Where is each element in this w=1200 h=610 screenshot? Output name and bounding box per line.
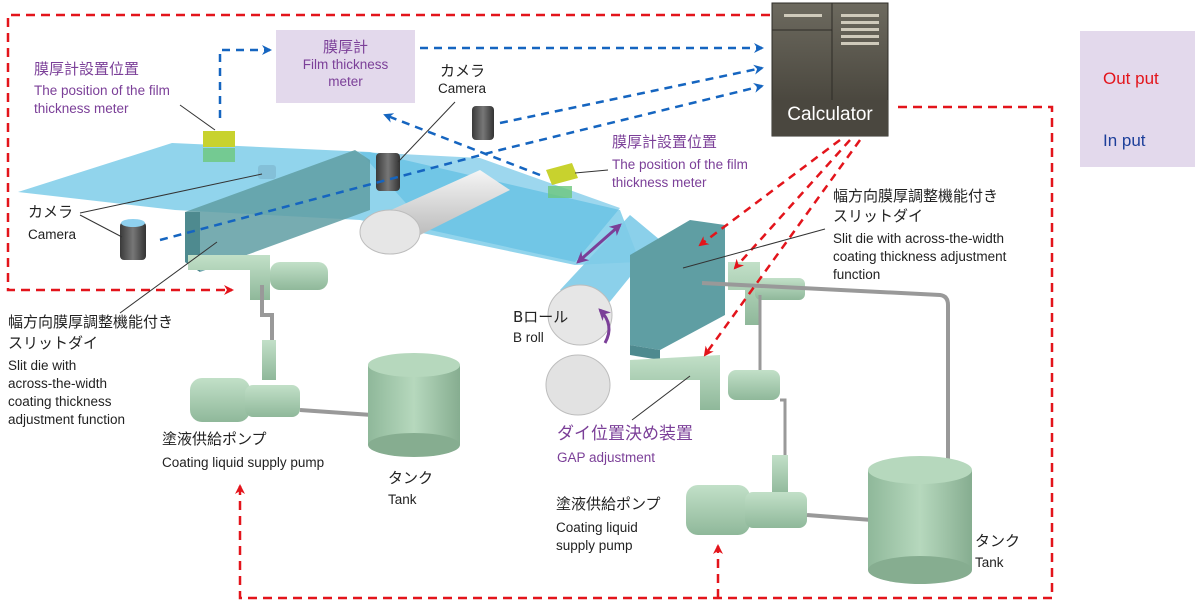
slit-die-right-ja-1: 幅方向膜厚調整機能付き bbox=[833, 187, 999, 205]
camera-under-film bbox=[258, 165, 276, 179]
leader-lines bbox=[79, 101, 826, 421]
gap-adjustment-ja: ダイ位置決め装置 bbox=[557, 424, 693, 444]
gap-adjustment-en: GAP adjustment bbox=[557, 450, 656, 465]
slit-die-left-ja-1: 幅方向膜厚調整機能付き bbox=[8, 313, 174, 331]
slit-die-right-ja-2: スリットダイ bbox=[833, 207, 924, 225]
slit-die-left-en-3: coating thickness bbox=[8, 394, 112, 409]
camera-top-ja: カメラ bbox=[440, 62, 486, 80]
pump-left-en: Coating liquid supply pump bbox=[162, 455, 325, 470]
film-thickness-meter-left bbox=[203, 131, 235, 162]
film-thickness-meter-right bbox=[546, 163, 578, 198]
meter-position-left-en-2: thickness meter bbox=[34, 101, 129, 116]
camera-left-en: Camera bbox=[28, 227, 77, 242]
tank-left-ja: タンク bbox=[388, 469, 434, 487]
meter-position-right-en-2: thickness meter bbox=[612, 175, 707, 190]
film-thickness-meter-en-2: meter bbox=[328, 73, 363, 89]
input-arrows bbox=[159, 43, 764, 242]
b-roll bbox=[545, 215, 660, 416]
pump-right-en-1: Coating liquid bbox=[556, 520, 638, 535]
b-roll-en: B roll bbox=[513, 330, 544, 345]
slit-die-right-en-3: function bbox=[833, 267, 881, 282]
output-arrows-die bbox=[698, 139, 862, 357]
meter-position-right-ja: 膜厚計設置位置 bbox=[612, 133, 718, 151]
guide-roll bbox=[359, 170, 510, 255]
slit-die-left-en-1: Slit die with bbox=[8, 358, 77, 373]
camera-center bbox=[376, 153, 400, 191]
camera-left bbox=[120, 219, 146, 260]
pump-right-en-2: supply pump bbox=[556, 538, 633, 553]
meter-position-left-en-1: The position of the film bbox=[34, 83, 170, 98]
pump-left-ja: 塗液供給ポンプ bbox=[162, 430, 267, 448]
legend: Out put In put bbox=[1080, 31, 1195, 167]
film-thickness-meter-en-1: Film thickness bbox=[302, 57, 389, 72]
slit-die-left-en-2: across-the-width bbox=[8, 376, 108, 391]
tank-right bbox=[868, 456, 972, 584]
calculator-label: Calculator bbox=[787, 104, 873, 125]
pump-left bbox=[190, 340, 373, 422]
tank-left-en: Tank bbox=[388, 492, 417, 507]
meter-position-left-ja: 膜厚計設置位置 bbox=[34, 60, 140, 78]
tank-right-en: Tank bbox=[975, 555, 1004, 570]
output-loop-left bbox=[6, 13, 770, 295]
calculator-unit bbox=[771, 2, 889, 137]
pump-right-ja: 塗液供給ポンプ bbox=[556, 495, 661, 513]
meter-position-right-en-1: The position of the film bbox=[612, 157, 748, 172]
slit-die-right-en-2: coating thickness adjustment bbox=[833, 249, 1007, 264]
camera-top-en: Camera bbox=[438, 81, 487, 96]
legend-input-label: In put bbox=[1103, 131, 1146, 150]
legend-output-label: Out put bbox=[1103, 69, 1159, 88]
tank-left bbox=[368, 353, 460, 457]
slit-die-left-ja-2: スリットダイ bbox=[8, 334, 99, 352]
tank-right-ja: タンク bbox=[975, 532, 1021, 550]
film-thickness-meter-box: 膜厚計 Film thickness meter bbox=[276, 30, 415, 103]
pump-right bbox=[686, 455, 873, 535]
camera-top bbox=[472, 106, 494, 140]
camera-left-ja: カメラ bbox=[28, 203, 74, 221]
b-roll-ja: Bロール bbox=[513, 308, 569, 326]
gap-adjustment-device bbox=[630, 355, 787, 460]
slit-die-left-en-4: adjustment function bbox=[8, 412, 126, 427]
output-loop-right bbox=[235, 105, 1054, 600]
slit-die-right-en-1: Slit die with across-the-width bbox=[833, 231, 1005, 246]
slit-die-right bbox=[630, 220, 950, 465]
film-movement-arrow bbox=[576, 223, 622, 264]
film-thickness-meter-ja: 膜厚計 bbox=[322, 38, 368, 56]
